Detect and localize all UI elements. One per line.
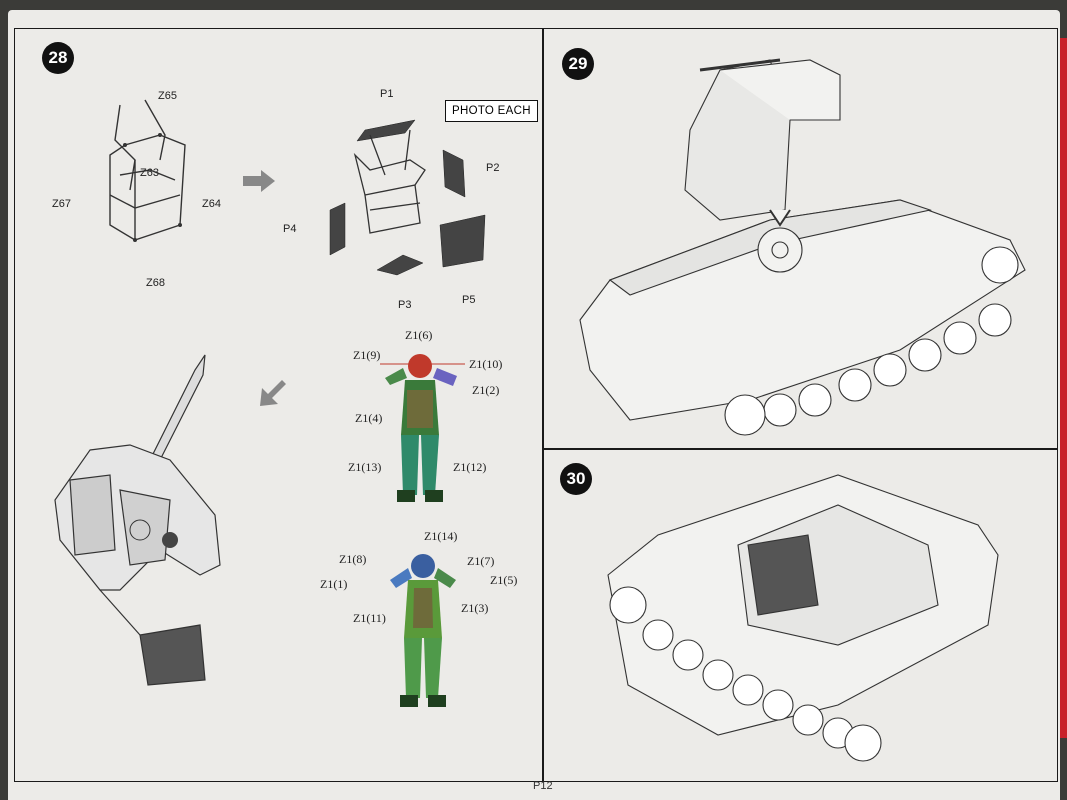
label-z67: Z67 <box>52 198 71 210</box>
label-z1-10: Z1(10) <box>469 357 503 371</box>
step-28-panel <box>14 28 544 782</box>
step-29-panel <box>542 28 1058 450</box>
label-z1-8: Z1(8) <box>339 552 367 566</box>
label-z1-12: Z1(12) <box>453 460 487 474</box>
page-edge-stripe <box>1060 38 1067 738</box>
label-z1-1: Z1(1) <box>320 577 348 591</box>
label-p5: P5 <box>462 294 476 306</box>
label-p3: P3 <box>398 299 412 311</box>
label-z64: Z64 <box>202 198 221 210</box>
step-30-panel <box>542 448 1058 782</box>
label-p2: P2 <box>486 162 500 174</box>
label-z1-13: Z1(13) <box>348 460 382 474</box>
crew-figure-2 <box>390 554 456 707</box>
label-z1-9: Z1(9) <box>353 348 381 362</box>
label-p1: P1 <box>380 88 394 100</box>
label-z65: Z65 <box>158 90 177 102</box>
label-z68: Z68 <box>146 277 165 289</box>
etch-cage-drawing <box>329 119 486 276</box>
crew-figure-1 <box>380 354 465 502</box>
label-z1-3: Z1(3) <box>461 601 489 615</box>
label-z1-2: Z1(2) <box>472 383 500 397</box>
step-28-number: 28 <box>42 42 74 74</box>
tank-chassis-drawing-29 <box>579 58 1026 436</box>
label-z1-6: Z1(6) <box>405 328 433 342</box>
step-30-number: 30 <box>560 463 592 495</box>
tank-chassis-drawing-30 <box>607 474 999 762</box>
label-z1-7: Z1(7) <box>467 554 495 568</box>
label-z1-11: Z1(11) <box>353 611 386 625</box>
label-p4: P4 <box>283 223 297 235</box>
ammo-cage-drawing <box>109 99 186 242</box>
photo-etch-label: PHOTO EACH <box>445 100 538 122</box>
page-number: P12 <box>533 780 553 792</box>
label-z63: Z63 <box>140 167 159 179</box>
label-z1-4: Z1(4) <box>355 411 383 425</box>
arrow-right-icon <box>243 170 275 192</box>
arrow-down-left-icon <box>260 380 286 406</box>
label-z1-5: Z1(5) <box>490 573 518 587</box>
label-z1-14: Z1(14) <box>424 529 458 543</box>
step-29-number: 29 <box>562 48 594 80</box>
flak-gun-drawing <box>54 354 221 686</box>
